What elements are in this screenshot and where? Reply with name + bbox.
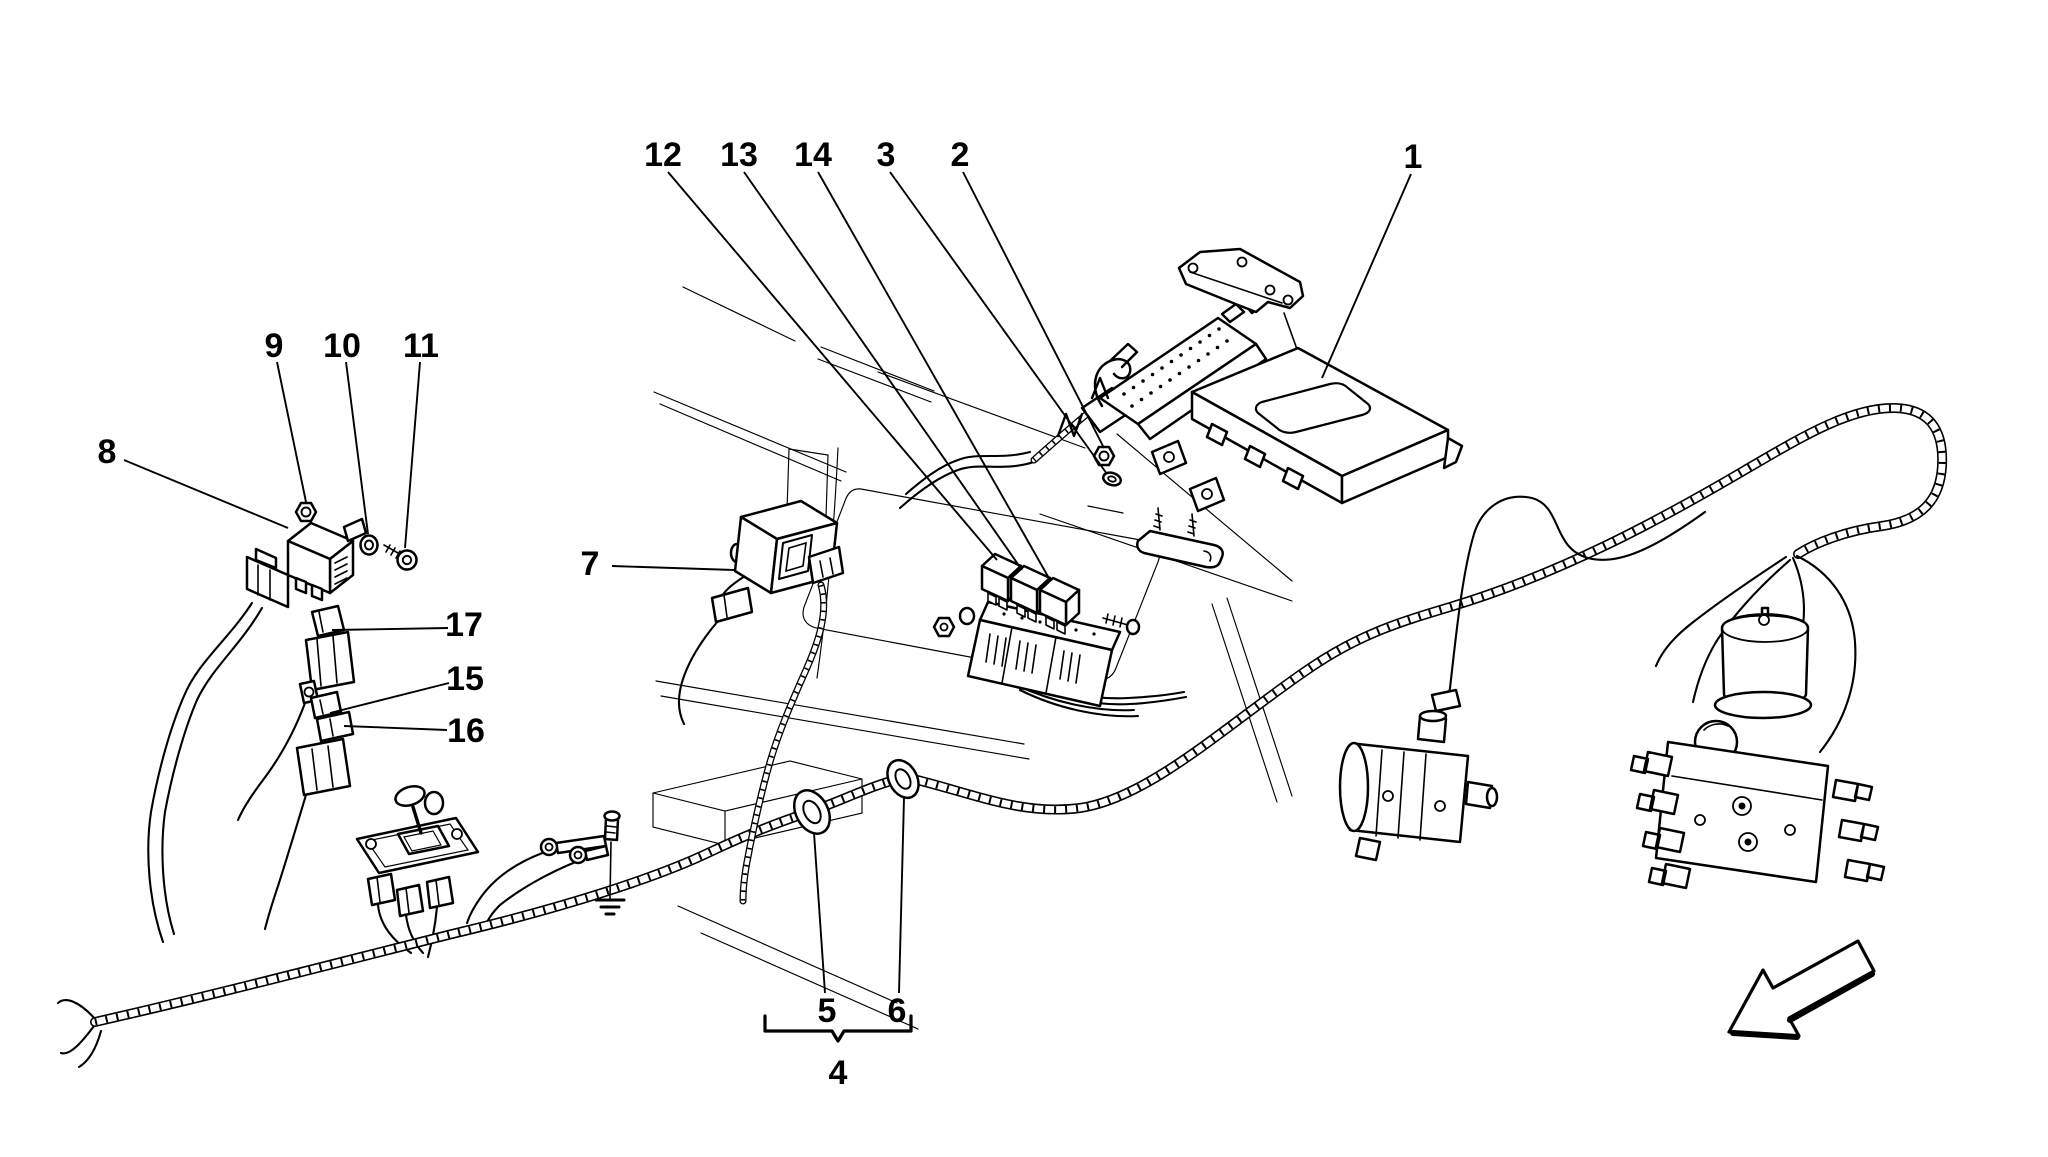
direction-arrow <box>1727 939 1876 1040</box>
connector-pins <box>1122 327 1229 408</box>
hydraulic-pump-unit <box>1338 495 1707 862</box>
leader-line-16 <box>343 725 448 731</box>
callout-label-10: 10 <box>323 327 361 365</box>
callout-12: 12 <box>644 136 998 561</box>
leader-line-5 <box>813 832 826 994</box>
relay-with-connector <box>245 517 368 609</box>
main-wiring-harness <box>90 402 1948 1027</box>
leader-line-10 <box>345 361 369 535</box>
callout-11: 11 <box>403 327 439 549</box>
callout-label-17: 17 <box>445 606 483 644</box>
relay-fixing-nut <box>294 501 318 523</box>
leader-line-7 <box>611 565 735 571</box>
callout-5: 5 <box>813 832 837 1030</box>
leader-line-2 <box>962 171 1105 449</box>
leader-line-15 <box>329 682 450 714</box>
relay-fixing-washer <box>359 534 379 556</box>
callout-3: 3 <box>877 136 1108 475</box>
callout-16: 16 <box>343 712 485 750</box>
callout-label-11: 11 <box>403 327 439 365</box>
stud-plate <box>1136 507 1224 569</box>
leader-line-6 <box>898 797 905 994</box>
grouping-bracket <box>763 1014 913 1043</box>
ground-point <box>539 810 626 916</box>
switch-bracket-assembly <box>355 785 480 918</box>
relay-fixing-screw <box>383 544 418 571</box>
callout-label-9: 9 <box>265 327 284 365</box>
callout-label-12: 12 <box>644 136 682 174</box>
callout-2: 2 <box>951 136 1105 449</box>
leader-line-8 <box>123 459 289 529</box>
leader-line-17 <box>331 627 449 631</box>
ecu-mounting-bracket <box>1177 247 1305 367</box>
auxiliary-control-module <box>677 499 845 905</box>
callout-label-6: 6 <box>888 992 907 1030</box>
callout-label-7: 7 <box>581 545 600 583</box>
callout-9: 9 <box>265 327 307 503</box>
callout-1: 1 <box>1321 138 1423 379</box>
single-connectors <box>295 604 356 797</box>
callout-label-2: 2 <box>951 136 970 174</box>
callout-7: 7 <box>581 545 735 583</box>
callout-label-14: 14 <box>794 136 832 174</box>
leader-line-9 <box>276 361 307 503</box>
callout-8: 8 <box>98 433 289 529</box>
leader-line-1 <box>1321 173 1412 379</box>
pass-through-grommets <box>792 758 920 835</box>
leader-line-12 <box>667 171 998 561</box>
callout-label-8: 8 <box>98 433 117 471</box>
callout-label-15: 15 <box>446 660 484 698</box>
callout-13: 13 <box>720 136 1023 571</box>
leader-line-11 <box>404 361 421 549</box>
callout-label-3: 3 <box>877 136 896 174</box>
callout-15: 15 <box>329 660 484 714</box>
callout-label-5: 5 <box>818 992 837 1030</box>
callout-label-4: 4 <box>829 1054 848 1092</box>
callout-label-1: 1 <box>1404 138 1423 176</box>
leader-line-14 <box>817 171 1051 581</box>
branch-wires <box>56 601 580 1069</box>
fixing-washer-3 <box>1101 471 1123 487</box>
fixing-nut-2 <box>1092 445 1116 467</box>
abs-hydraulic-unit <box>1629 554 1886 890</box>
leader-line-13 <box>743 171 1023 571</box>
callout-14: 14 <box>794 136 1051 581</box>
ecu-control-unit <box>1150 346 1464 513</box>
callout-17: 17 <box>331 606 483 644</box>
callout-10: 10 <box>323 327 369 535</box>
callout-4: 4 <box>829 1054 848 1092</box>
callout-label-16: 16 <box>447 712 485 750</box>
callout-6: 6 <box>888 797 907 1030</box>
callout-label-13: 13 <box>720 136 758 174</box>
leader-line-3 <box>889 171 1108 475</box>
